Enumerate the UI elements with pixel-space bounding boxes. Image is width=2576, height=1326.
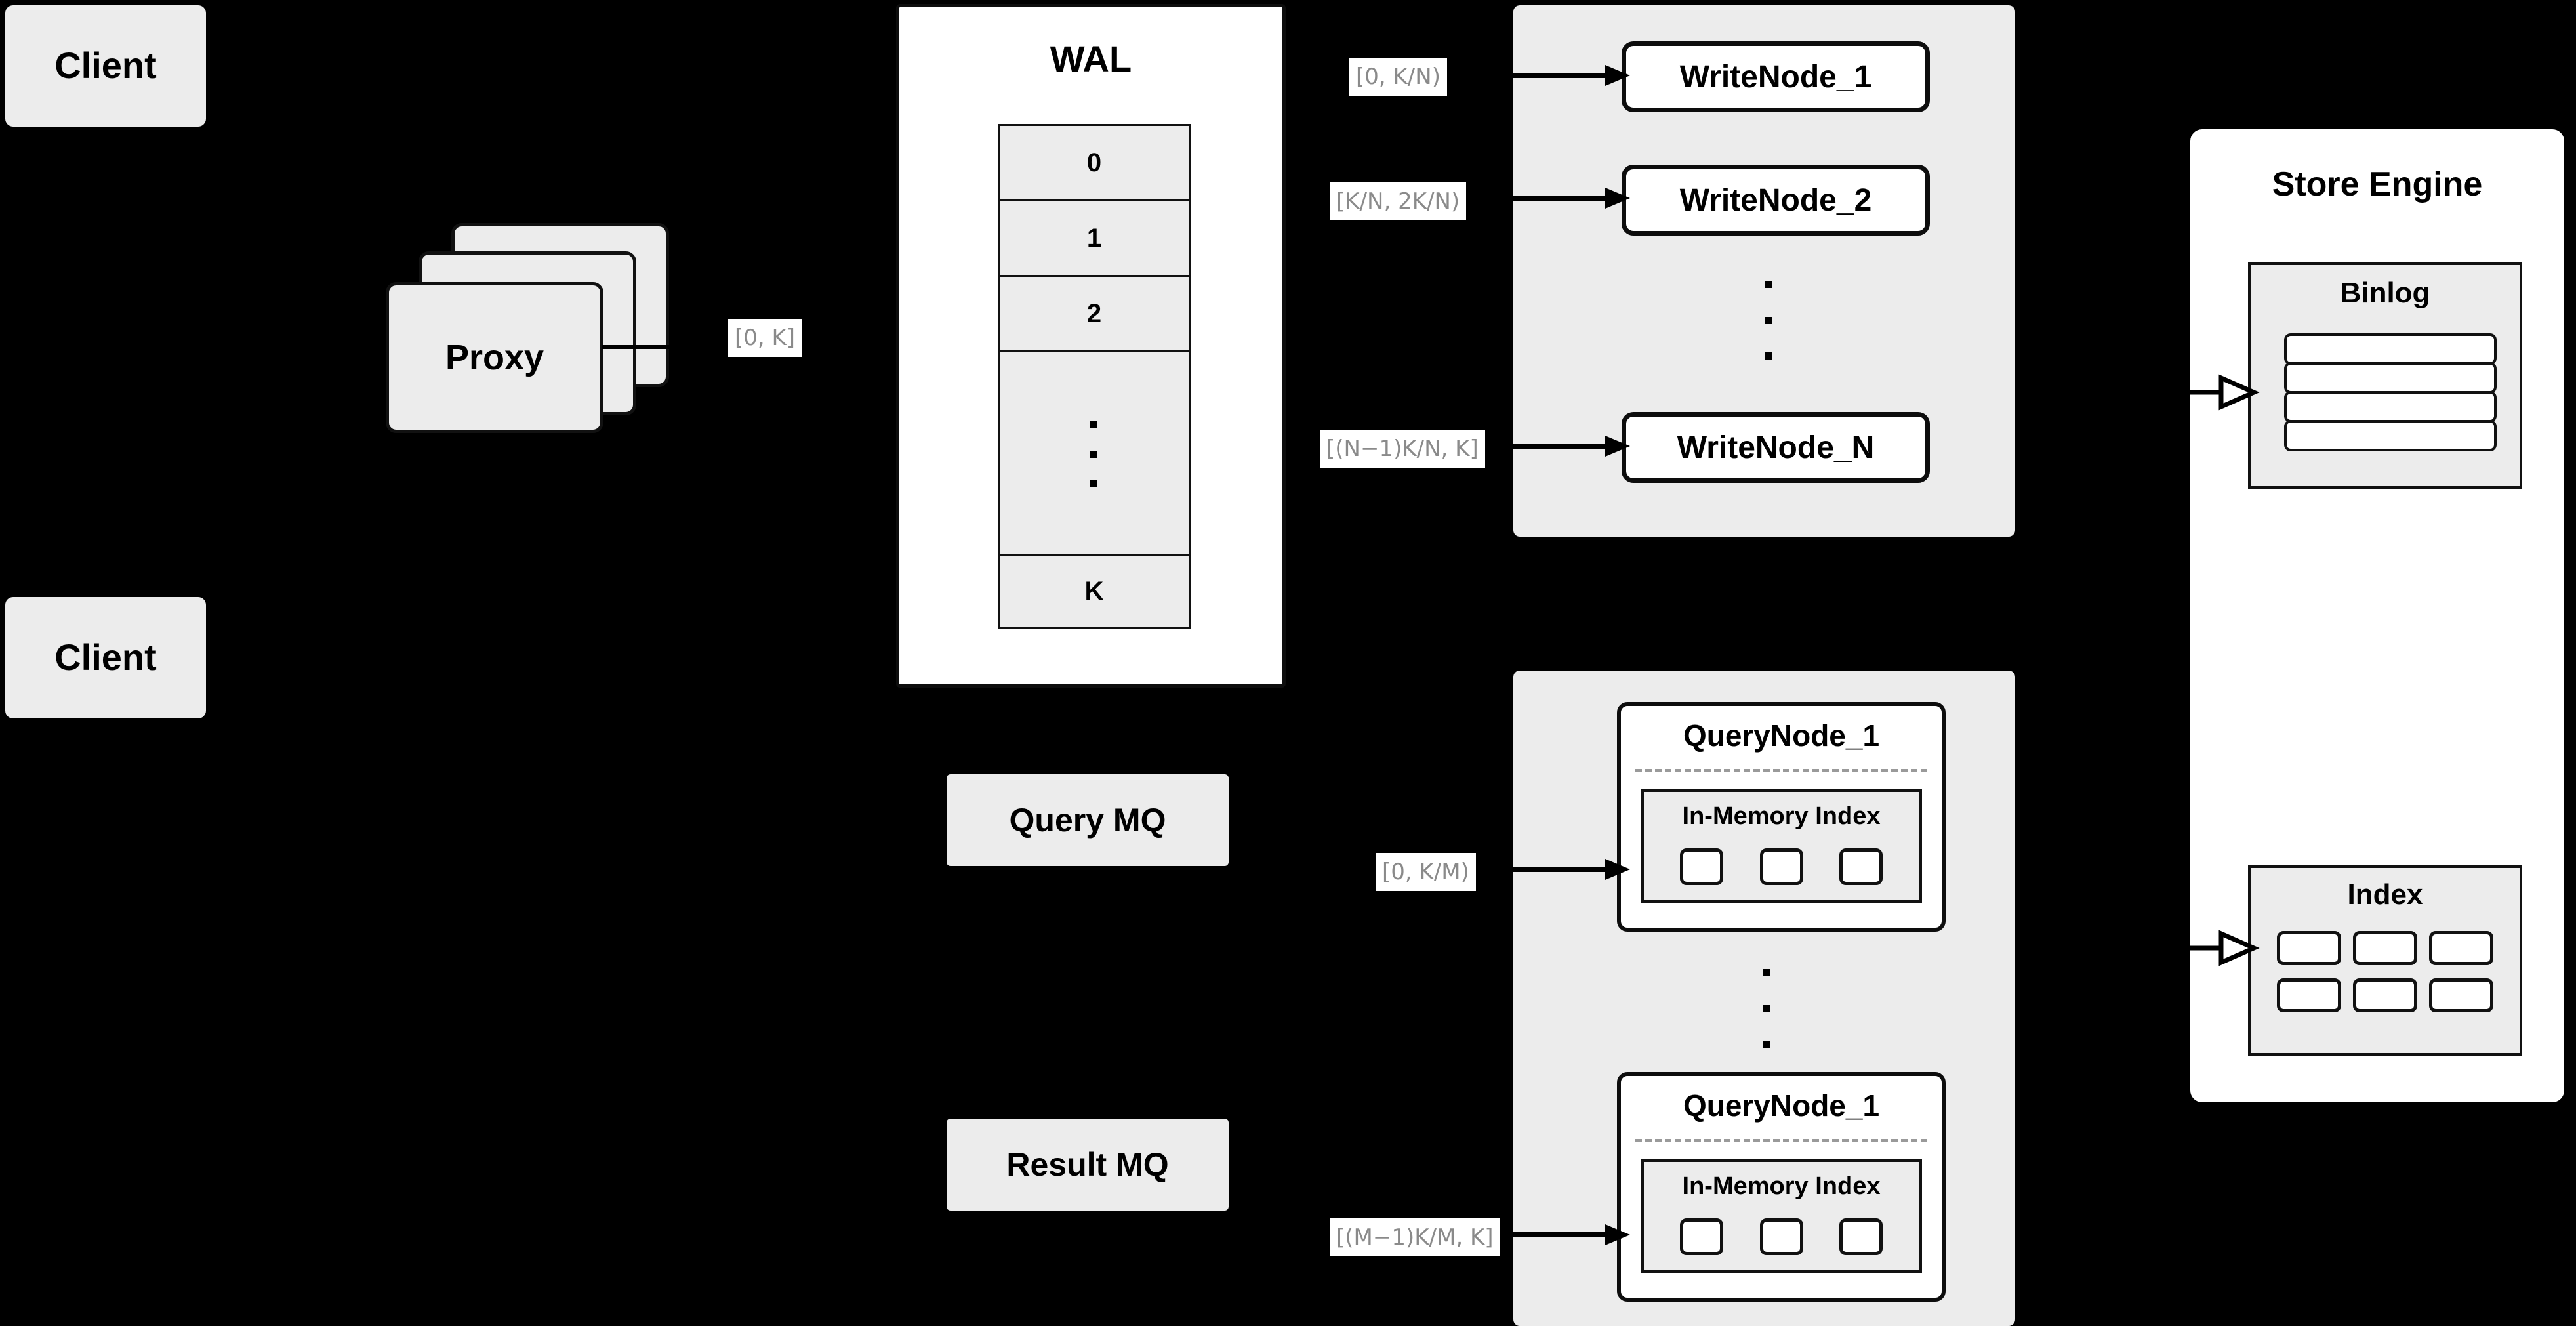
client-node-2[interactable]: Client	[5, 597, 206, 718]
result-mq-label: Result MQ	[1006, 1146, 1169, 1183]
range-label-write-node-n: [(N−1)K/N, K]	[1320, 430, 1485, 468]
binlog-row[interactable]	[2284, 391, 2497, 423]
wal-title: WAL	[1050, 38, 1132, 79]
in-memory-index-m: In-Memory Index	[1641, 1159, 1922, 1273]
index-cell[interactable]	[2353, 978, 2417, 1012]
index-cell[interactable]	[2429, 931, 2493, 965]
query-mq-node[interactable]: Query MQ	[947, 774, 1229, 866]
range-label-query-node-1: [0, K/M)	[1376, 853, 1476, 891]
index-segment[interactable]	[1759, 1218, 1803, 1255]
client-label: Client	[54, 45, 157, 87]
wal-panel: WAL 0 1 2 K	[896, 4, 1286, 688]
binlog-title: Binlog	[2340, 277, 2430, 309]
index-segment[interactable]	[1839, 1218, 1883, 1255]
index-segment-row	[1644, 848, 1919, 885]
binlog-row[interactable]	[2284, 362, 2497, 394]
index-segment[interactable]	[1680, 848, 1724, 885]
write-node-cluster: WriteNode_1 WriteNode_2 WriteNode_N	[1513, 5, 2015, 537]
binlog-row[interactable]	[2284, 333, 2497, 365]
index-cell[interactable]	[2277, 931, 2341, 965]
wal-entry: K	[1000, 556, 1189, 627]
query-node-cluster: QueryNode_1 In-Memory Index QueryNode_1 …	[1513, 671, 2015, 1326]
arrow-to-binlog	[2158, 374, 2260, 411]
proxy-node[interactable]: Proxy	[386, 282, 603, 433]
vertical-ellipsis-icon	[1090, 421, 1097, 487]
range-label-write-node-1: [0, K/N)	[1349, 58, 1447, 96]
index-cell[interactable]	[2277, 978, 2341, 1012]
wal-entry: 0	[1000, 126, 1189, 201]
range-label-write-node-2: [K/N, 2K/N)	[1330, 182, 1467, 220]
store-engine-title: Store Engine	[2272, 165, 2483, 203]
range-label-query-node-m: [(M−1)K/M, K]	[1330, 1218, 1500, 1256]
write-node-n[interactable]: WriteNode_N	[1622, 412, 1930, 483]
vertical-ellipsis-icon	[1763, 969, 1770, 1048]
range-label-proxy-to-wal: [0, K]	[728, 319, 802, 357]
index-title: Index	[2347, 879, 2423, 911]
arrow-to-query-node-1	[1513, 859, 1630, 880]
binlog-row[interactable]	[2284, 420, 2497, 451]
store-engine-panel: Store Engine Binlog Index	[2190, 129, 2564, 1102]
query-node-label: QueryNode_1	[1683, 718, 1880, 753]
arrow-to-index	[2158, 930, 2260, 966]
index-segment[interactable]	[1680, 1218, 1724, 1255]
query-node-divider	[1635, 769, 1927, 772]
write-node-2[interactable]: WriteNode_2	[1622, 165, 1930, 236]
in-memory-index-1: In-Memory Index	[1641, 789, 1922, 903]
write-node-1[interactable]: WriteNode_1	[1622, 41, 1930, 112]
binlog-panel: Binlog	[2248, 262, 2522, 489]
index-panel: Index	[2248, 865, 2522, 1056]
proxy-label: Proxy	[445, 337, 544, 377]
binlog-row-list	[2284, 333, 2497, 451]
arrow-to-write-node-1	[1513, 65, 1630, 86]
arrow-to-write-node-n	[1513, 436, 1630, 457]
in-memory-index-label: In-Memory Index	[1682, 802, 1881, 830]
query-node-divider	[1635, 1139, 1927, 1142]
vertical-ellipsis-icon	[1765, 281, 1772, 360]
query-mq-label: Query MQ	[1009, 801, 1166, 839]
client-node-1[interactable]: Client	[5, 5, 206, 127]
index-segment-row	[1644, 1218, 1919, 1255]
arrow-to-write-node-2	[1513, 188, 1630, 209]
write-node-label: WriteNode_2	[1679, 182, 1872, 218]
wal-entry-ellipsis	[1000, 352, 1189, 556]
wal-entry: 2	[1000, 277, 1189, 352]
query-node-label: QueryNode_1	[1683, 1088, 1880, 1123]
arrow-to-query-node-m	[1513, 1224, 1630, 1245]
query-node-m[interactable]: QueryNode_1 In-Memory Index	[1617, 1072, 1946, 1302]
client-label: Client	[54, 636, 157, 678]
index-segment[interactable]	[1839, 848, 1883, 885]
in-memory-index-label: In-Memory Index	[1682, 1172, 1881, 1200]
query-node-1[interactable]: QueryNode_1 In-Memory Index	[1617, 702, 1946, 932]
index-cell-grid	[2277, 931, 2493, 1012]
wal-entry: 1	[1000, 201, 1189, 277]
index-cell[interactable]	[2353, 931, 2417, 965]
write-node-label: WriteNode_N	[1677, 430, 1875, 465]
result-mq-node[interactable]: Result MQ	[947, 1119, 1229, 1211]
wal-entry-table: 0 1 2 K	[998, 124, 1191, 629]
write-node-label: WriteNode_1	[1679, 59, 1872, 94]
index-segment[interactable]	[1759, 848, 1803, 885]
index-cell[interactable]	[2429, 978, 2493, 1012]
